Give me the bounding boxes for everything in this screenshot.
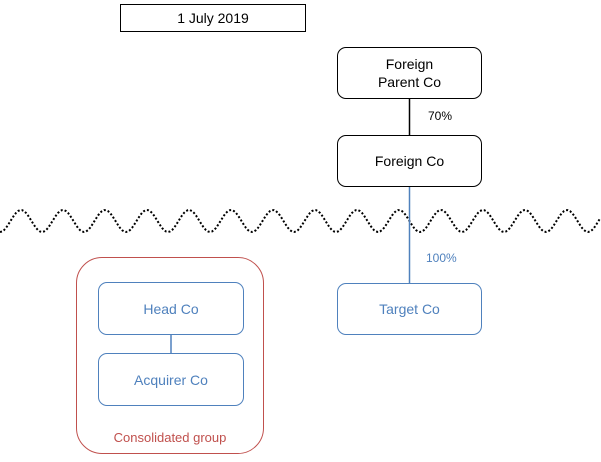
consolidated-group-frame: [76, 257, 264, 454]
entity-foreign-co: Foreign Co: [337, 135, 482, 187]
ownership-100-label: 100%: [426, 251, 457, 265]
entity-target-co: Target Co: [337, 283, 482, 335]
consolidated-group-label: Consolidated group: [113, 430, 227, 445]
entity-head-co: Head Co: [98, 282, 244, 335]
date-label: 1 July 2019: [120, 4, 306, 32]
entity-foreign-parent-co: Foreign Parent Co: [337, 47, 482, 99]
border-wave-line: [0, 209, 601, 234]
ownership-70-label: 70%: [428, 109, 453, 123]
entity-acquirer-co: Acquirer Co: [98, 353, 244, 406]
